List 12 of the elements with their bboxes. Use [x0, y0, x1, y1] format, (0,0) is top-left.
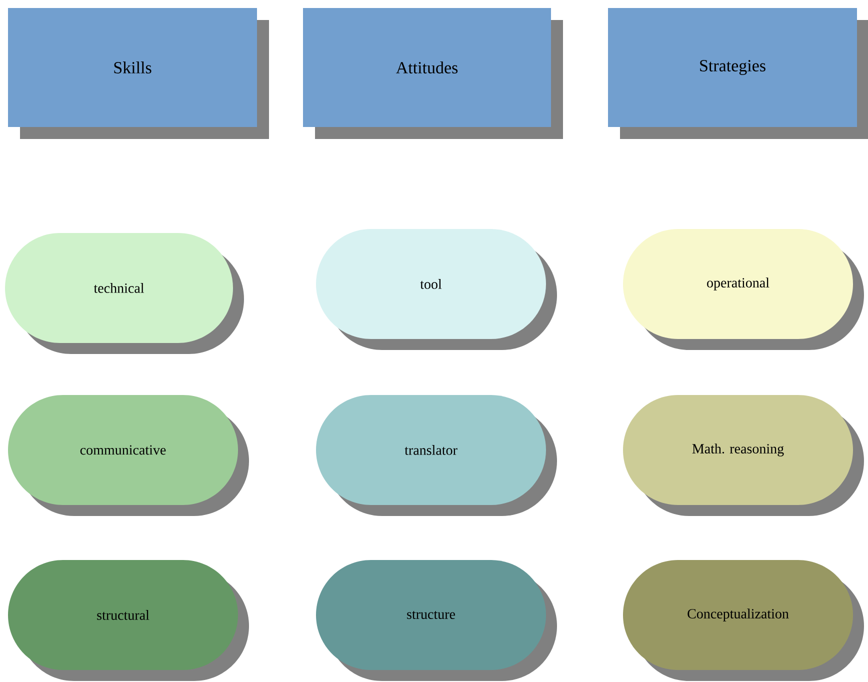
- rounded-box: structural: [8, 560, 249, 681]
- rounded-box: technical: [5, 233, 244, 354]
- rounded-box: Conceptualization: [623, 560, 864, 681]
- rounded-box: operational: [623, 229, 864, 350]
- heading-box: Skills: [8, 8, 269, 139]
- heading-box: Attitudes: [303, 8, 563, 139]
- rounded-box: tool: [316, 229, 557, 350]
- heading-box: Strategies: [608, 8, 868, 139]
- rounded-box: communicative: [8, 395, 249, 516]
- rounded-box: structure: [316, 560, 557, 681]
- rounded-box: translator: [316, 395, 557, 516]
- rounded-box: Math. reasoning: [623, 395, 864, 516]
